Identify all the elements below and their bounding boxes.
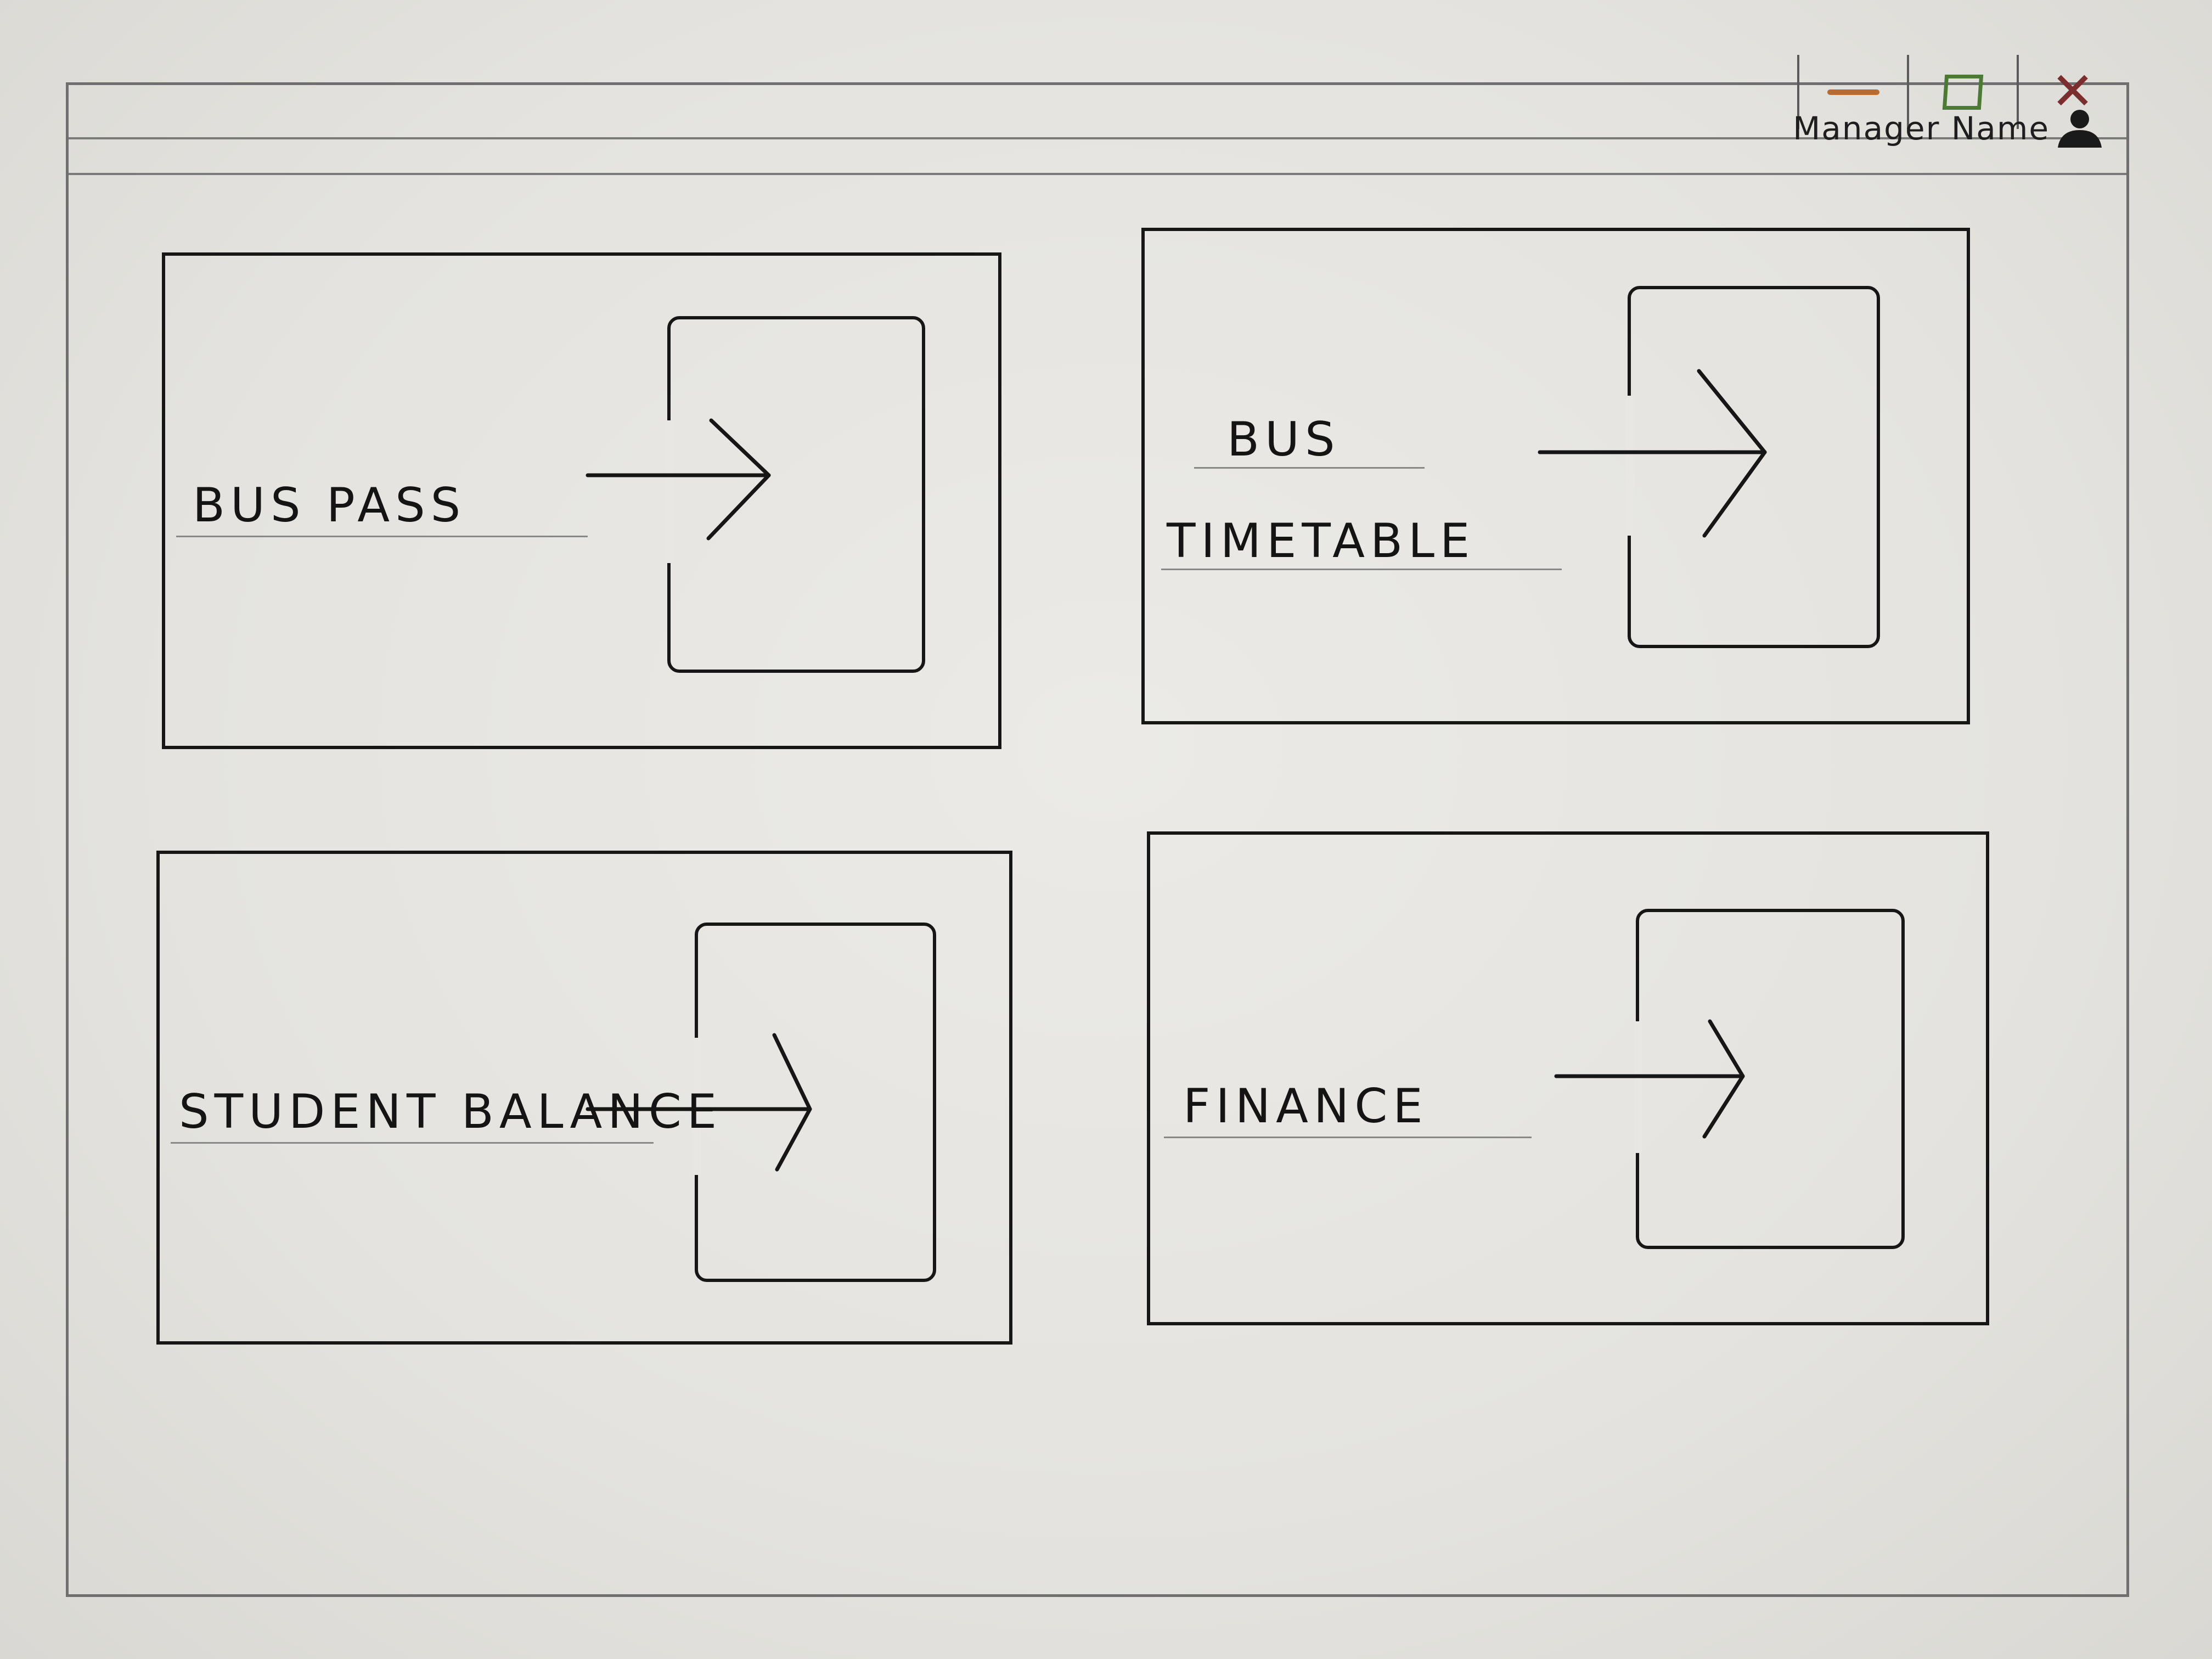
card-finance[interactable]: FINANCE — [1147, 831, 1989, 1325]
minimize-button[interactable] — [1797, 55, 1907, 129]
manager-name[interactable]: Manager Name — [1793, 110, 2050, 147]
header-rule — [69, 173, 2126, 175]
minimize-icon — [1827, 89, 1879, 95]
app-window: ✕ Manager Name BUS PASS BUS — [66, 55, 2129, 1597]
enter-arrow-icon — [1538, 369, 1767, 538]
enter-arrow-icon — [586, 1033, 812, 1172]
enter-arrow-icon — [1554, 1019, 1745, 1139]
card-title-line2: TIMETABLE — [1167, 514, 1476, 569]
card-bus-timetable[interactable]: BUS TIMETABLE — [1141, 228, 1970, 724]
card-bus-pass[interactable]: BUS PASS — [162, 252, 1001, 749]
card-title: STUDENT BALANCE — [179, 1084, 723, 1139]
close-icon: ✕ — [2051, 61, 2095, 122]
close-button[interactable]: ✕ — [2017, 55, 2126, 129]
maximize-icon — [1942, 74, 1984, 110]
user-icon[interactable] — [2055, 107, 2104, 148]
title-bar-rule — [69, 137, 2126, 139]
enter-arrow-icon — [586, 418, 771, 541]
card-title-line1: BUS — [1227, 412, 1341, 467]
card-student-balance[interactable]: STUDENT BALANCE — [156, 851, 1012, 1345]
maximize-button[interactable] — [1907, 55, 2017, 129]
card-title: FINANCE — [1183, 1079, 1428, 1134]
card-title: BUS PASS — [193, 478, 466, 533]
